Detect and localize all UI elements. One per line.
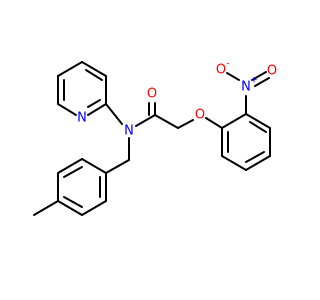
atom-ether-o: O — [195, 108, 205, 123]
bond — [57, 200, 83, 216]
bond — [57, 158, 83, 174]
bond — [221, 113, 247, 129]
bond — [254, 77, 270, 87]
bond — [85, 69, 103, 81]
atom-nitro-o: O — [267, 64, 277, 79]
atom-charge: - — [226, 59, 229, 69]
bond — [57, 61, 83, 77]
bond — [105, 159, 130, 174]
bond — [33, 200, 59, 216]
atom-charge: + — [250, 76, 258, 86]
bond — [87, 103, 107, 116]
atom-symbol: O — [216, 63, 226, 78]
bond — [81, 158, 107, 174]
bond — [63, 196, 83, 208]
bond — [81, 200, 107, 216]
bond — [205, 117, 223, 129]
atom-symbol: N — [124, 124, 134, 139]
bond — [154, 114, 179, 129]
atom-carbonyl-o: O — [147, 87, 157, 102]
atom-pyridine-n: N — [77, 111, 87, 126]
atom-nitro-n: N + — [241, 76, 258, 95]
atom-symbol: O — [267, 64, 277, 79]
bond — [81, 61, 107, 77]
bond — [245, 155, 271, 171]
bond — [245, 113, 271, 129]
bond — [221, 155, 247, 171]
bond — [226, 72, 240, 81]
molecule-structure-diagram: N N O O N + O - — [33, 59, 277, 216]
bond — [105, 103, 123, 125]
atom-symbol: N — [77, 111, 87, 126]
bond — [87, 99, 101, 108]
atom-amide-n: N — [124, 124, 134, 139]
atom-symbol: N — [241, 80, 251, 95]
molecule-canvas: N N O O N + O - — [33, 59, 277, 216]
atom-nitro-o-minus: O - — [216, 59, 230, 78]
bond — [251, 71, 267, 81]
bond — [57, 103, 77, 116]
bond — [245, 151, 265, 163]
atom-symbol: O — [147, 87, 157, 102]
bond-lines — [33, 61, 271, 216]
atom-symbol: O — [195, 108, 205, 123]
bond — [249, 121, 267, 133]
bond — [63, 166, 83, 178]
bond — [135, 114, 156, 127]
bond — [177, 119, 194, 129]
atom-labels: N N O O N + O - — [77, 59, 277, 139]
